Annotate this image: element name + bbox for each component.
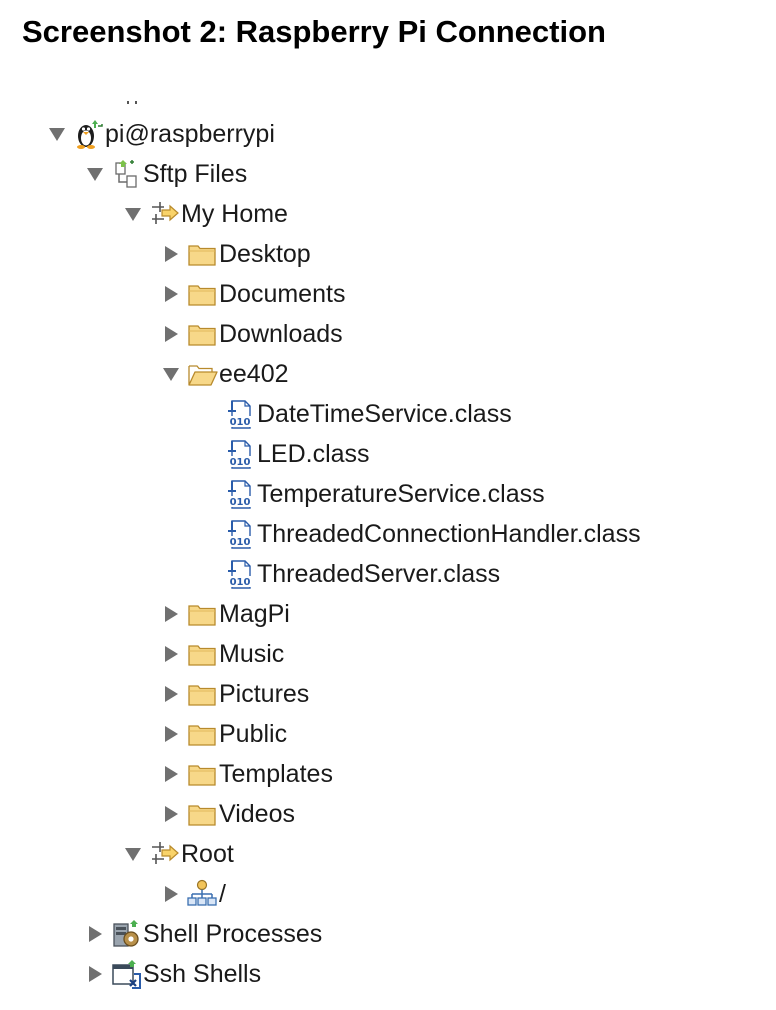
collapsed-twisty-icon[interactable] xyxy=(160,803,182,825)
tree-node-my-home[interactable]: My Home xyxy=(122,194,288,234)
expanded-twisty-icon[interactable] xyxy=(122,843,144,865)
folder-label: Templates xyxy=(219,760,333,788)
folder-label: Public xyxy=(219,720,288,748)
folder-label: ee402 xyxy=(219,360,289,388)
network-root-icon xyxy=(186,878,218,910)
collapsed-twisty-icon[interactable] xyxy=(84,923,106,945)
folder-icon xyxy=(186,718,218,750)
class-file-label: LED.class xyxy=(257,440,370,468)
folder-icon xyxy=(186,798,218,830)
tree-node-folder[interactable]: Desktop xyxy=(160,234,311,274)
expanded-twisty-icon[interactable] xyxy=(160,363,182,385)
svg-text:010: 010 xyxy=(230,457,251,468)
folder-icon xyxy=(186,238,218,270)
folder-label: Documents xyxy=(219,280,346,308)
tree-node-connection[interactable]: pi@raspberrypi xyxy=(46,114,275,154)
tree-node-folder[interactable]: Pictures xyxy=(160,674,309,714)
class-file-label: TemperatureService.class xyxy=(257,480,545,508)
collapsed-twisty-icon[interactable] xyxy=(160,643,182,665)
tree-node-folder-ee402[interactable]: ee402 xyxy=(160,354,289,394)
sftp-files-label: Sftp Files xyxy=(143,160,248,188)
tree-node-class-file[interactable]: 010 DateTimeService.class xyxy=(198,394,512,434)
folder-label: Music xyxy=(219,640,285,668)
folder-label: Downloads xyxy=(219,320,343,348)
collapsed-twisty-icon[interactable] xyxy=(160,323,182,345)
tree-node-folder[interactable]: Public xyxy=(160,714,287,754)
class-file-icon: 010 xyxy=(224,398,256,430)
svg-text:010: 010 xyxy=(230,417,251,428)
folder-icon xyxy=(186,278,218,310)
expanded-twisty-icon[interactable] xyxy=(46,123,68,145)
collapsed-twisty-icon[interactable] xyxy=(160,603,182,625)
folder-icon xyxy=(186,678,218,710)
shell-processes-icon xyxy=(110,918,142,950)
folder-icon xyxy=(186,318,218,350)
expanded-twisty-icon[interactable] xyxy=(122,203,144,225)
collapsed-twisty-icon[interactable] xyxy=(160,763,182,785)
folder-open-icon xyxy=(186,358,218,390)
tree-node-folder[interactable]: Videos xyxy=(160,794,295,834)
root-label: Root xyxy=(181,840,234,868)
tree-node-class-file[interactable]: 010 TemperatureService.class xyxy=(198,474,545,514)
class-file-icon: 010 xyxy=(224,518,256,550)
tree-node-root-slash[interactable]: / xyxy=(160,874,226,914)
tree-node-sftp-files[interactable]: Sftp Files xyxy=(84,154,247,194)
class-file-icon: 010 xyxy=(224,438,256,470)
folder-icon xyxy=(186,758,218,790)
folder-label: Videos xyxy=(219,800,295,828)
folder-label: Pictures xyxy=(219,680,310,708)
tree-node-folder[interactable]: Templates xyxy=(160,754,333,794)
svg-text:010: 010 xyxy=(230,497,251,508)
my-home-label: My Home xyxy=(181,200,288,228)
folder-icon xyxy=(186,598,218,630)
cropped-icon-fragment xyxy=(127,101,137,104)
collapsed-twisty-icon[interactable] xyxy=(160,723,182,745)
collapsed-twisty-icon[interactable] xyxy=(160,243,182,265)
expanded-twisty-icon[interactable] xyxy=(84,163,106,185)
tree-node-folder[interactable]: Music xyxy=(160,634,284,674)
remote-filter-icon xyxy=(148,198,180,230)
tree-node-root[interactable]: Root xyxy=(122,834,234,874)
linux-penguin-icon xyxy=(72,118,104,150)
page-title: Screenshot 2: Raspberry Pi Connection xyxy=(22,14,606,49)
remote-filter-icon xyxy=(148,838,180,870)
tree-node-class-file[interactable]: 010 LED.class xyxy=(198,434,370,474)
shell-processes-label: Shell Processes xyxy=(143,920,323,948)
svg-text:010: 010 xyxy=(230,577,251,588)
class-file-icon: 010 xyxy=(224,558,256,590)
class-file-label: ThreadedConnectionHandler.class xyxy=(257,520,641,548)
class-file-label: DateTimeService.class xyxy=(257,400,512,428)
tree-node-folder[interactable]: Documents xyxy=(160,274,345,314)
sftp-files-icon xyxy=(110,158,142,190)
collapsed-twisty-icon[interactable] xyxy=(160,683,182,705)
tree-node-shell-processes[interactable]: Shell Processes xyxy=(84,914,322,954)
root-slash-label: / xyxy=(219,880,226,908)
folder-icon xyxy=(186,638,218,670)
connection-label: pi@raspberrypi xyxy=(105,120,275,148)
collapsed-twisty-icon[interactable] xyxy=(160,283,182,305)
tree-node-ssh-shells[interactable]: Ssh Shells xyxy=(84,954,261,994)
tree-node-folder[interactable]: MagPi xyxy=(160,594,290,634)
collapsed-twisty-icon[interactable] xyxy=(84,963,106,985)
class-file-label: ThreadedServer.class xyxy=(257,560,501,588)
folder-label: MagPi xyxy=(219,600,290,628)
ssh-shells-icon xyxy=(110,958,142,990)
ssh-shells-label: Ssh Shells xyxy=(143,960,262,988)
folder-label: Desktop xyxy=(219,240,311,268)
tree-node-class-file[interactable]: 010 ThreadedConnectionHandler.class xyxy=(198,514,641,554)
tree-node-folder[interactable]: Downloads xyxy=(160,314,343,354)
svg-text:010: 010 xyxy=(230,537,251,548)
class-file-icon: 010 xyxy=(224,478,256,510)
tree-node-class-file[interactable]: 010 ThreadedServer.class xyxy=(198,554,500,594)
collapsed-twisty-icon[interactable] xyxy=(160,883,182,905)
